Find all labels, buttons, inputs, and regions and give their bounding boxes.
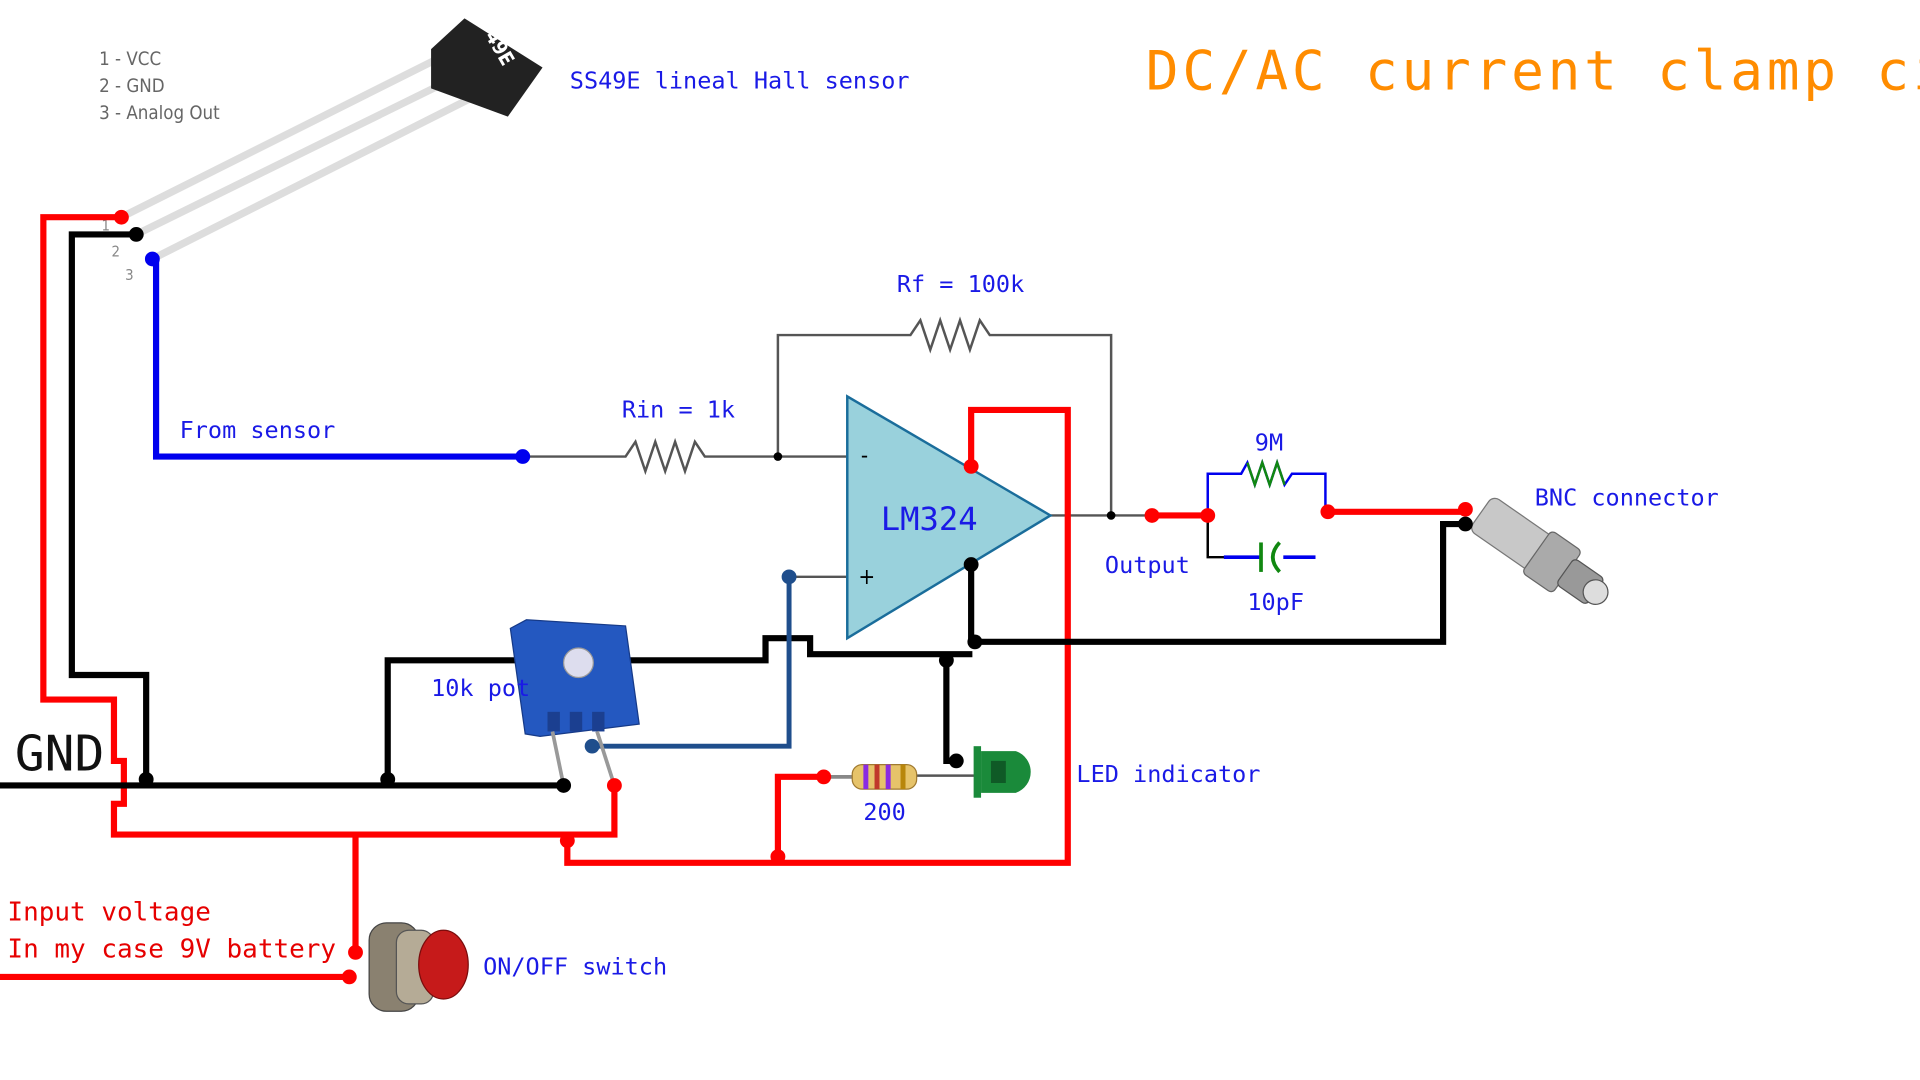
hall-sensor: 49E 1 - VCC 2 - GND 3 - Analog Out 1 2 3 (99, 18, 543, 284)
junction-dot (773, 452, 783, 461)
input-voltage-label: Input voltage (7, 898, 210, 928)
led-label: LED indicator (1076, 760, 1260, 788)
pot-wiper-wire (592, 576, 792, 749)
output-label: Output (1105, 551, 1190, 579)
bnc-connector (1471, 497, 1609, 605)
resistor-200 (823, 763, 918, 790)
junction-dot (1106, 511, 1116, 520)
pin-number-1: 1 (102, 218, 111, 235)
pin-number-2: 2 (111, 244, 120, 261)
battery-label: In my case 9V battery (7, 934, 336, 964)
rf-label: Rf = 100k (897, 270, 1024, 298)
pin-number-3: 3 (125, 267, 134, 284)
plus-sign: + (858, 564, 875, 590)
gnd-label: GND (15, 725, 104, 783)
pinout-2: 2 - GND (99, 76, 165, 97)
pinout-1: 1 - VCC (99, 49, 161, 70)
opamp-lm324: LM324 - + (846, 394, 1053, 641)
rin-label: Rin = 1k (622, 395, 735, 423)
sensor-label: SS49E lineal Hall sensor (570, 66, 910, 94)
gnd-wires (0, 231, 1466, 789)
bnc-label: BNC connector (1535, 484, 1719, 512)
sensor-chip-body (431, 18, 543, 117)
pinout-3: 3 - Analog Out (99, 103, 220, 124)
c-10pf-label: 10pF (1247, 588, 1304, 616)
led-indicator (973, 746, 1031, 798)
r-9m-label: 9M (1255, 429, 1283, 457)
trim-potentiometer (509, 619, 640, 787)
opamp-label: LM324 (881, 500, 978, 538)
from-sensor-label: From sensor (180, 416, 336, 444)
output-rc-network (1206, 458, 1327, 574)
switch-label: ON/OFF switch (483, 953, 667, 981)
connection-dots (113, 209, 1473, 985)
vcc-wires (0, 214, 1466, 980)
r-200-label: 200 (863, 798, 905, 826)
pot-label: 10k pot (431, 674, 530, 702)
minus-sign: - (861, 443, 868, 469)
on-off-switch[interactable] (368, 922, 469, 1012)
diagram-title: DC/AC current clamp circuit (1146, 40, 1920, 103)
